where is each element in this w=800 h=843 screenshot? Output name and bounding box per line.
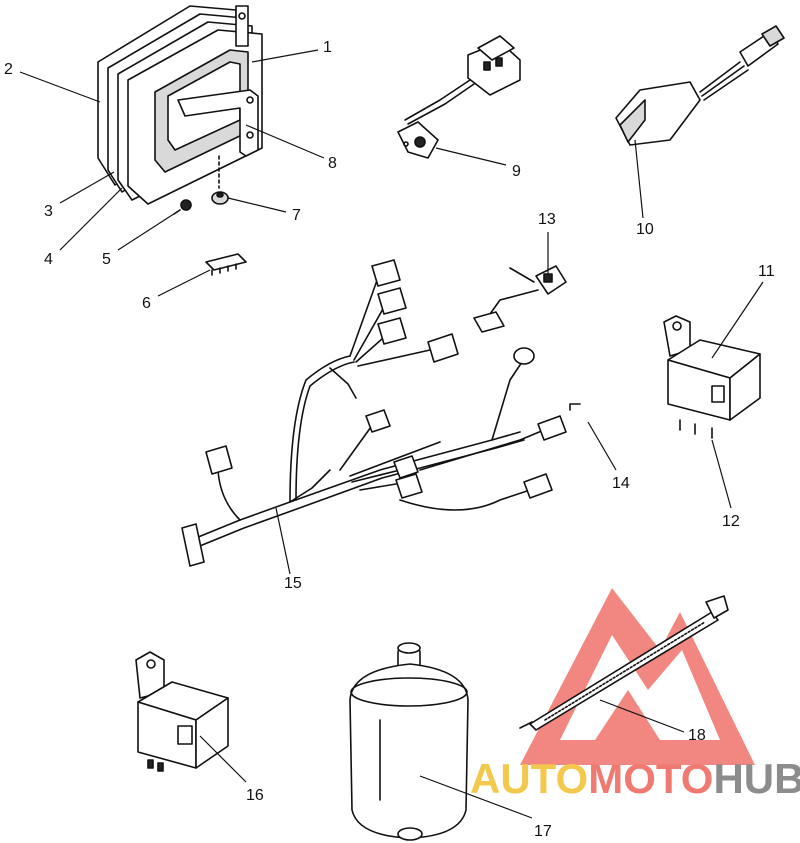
connector-13 bbox=[473, 265, 567, 333]
callout-12: 12 bbox=[722, 513, 740, 530]
cable-tie bbox=[519, 595, 729, 731]
leader-lines bbox=[19, 49, 764, 819]
callout-17: 17 bbox=[534, 823, 552, 840]
watermark-moto: MOTO bbox=[588, 755, 713, 802]
mounting-bracket bbox=[177, 89, 259, 157]
callout-11: 11 bbox=[758, 263, 775, 280]
callout-labels: 1 2 3 4 5 6 7 8 9 10 11 12 13 14 15 16 1… bbox=[4, 39, 775, 840]
callout-15: 15 bbox=[284, 575, 302, 592]
callout-8: 8 bbox=[328, 155, 337, 172]
callout-7: 7 bbox=[292, 207, 301, 224]
watermark-auto: AUTO bbox=[470, 755, 588, 802]
callout-2: 2 bbox=[4, 61, 13, 78]
nut bbox=[211, 155, 229, 205]
sensor-9 bbox=[397, 35, 521, 159]
clip bbox=[569, 403, 581, 411]
callout-10: 10 bbox=[636, 221, 654, 238]
callout-4: 4 bbox=[44, 251, 53, 268]
fuel-filter bbox=[349, 642, 469, 841]
callout-13: 13 bbox=[538, 211, 556, 228]
callout-1: 1 bbox=[323, 39, 332, 56]
callout-16: 16 bbox=[246, 787, 264, 804]
watermark-text: AUTOMOTOHUB bbox=[470, 755, 800, 802]
wiring-harness bbox=[181, 259, 567, 567]
watermark-logo: AUTOMOTOHUB bbox=[470, 588, 800, 802]
callout-14: 14 bbox=[612, 475, 630, 492]
callout-9: 9 bbox=[512, 163, 521, 180]
callout-18: 18 bbox=[688, 727, 706, 744]
relay-11 bbox=[663, 315, 761, 439]
callout-3: 3 bbox=[44, 203, 53, 220]
sensor-10 bbox=[615, 25, 785, 146]
callout-5: 5 bbox=[102, 251, 111, 268]
watermark-hub: HUB bbox=[713, 755, 800, 802]
chip bbox=[205, 253, 247, 276]
relay-16 bbox=[135, 651, 229, 772]
callout-6: 6 bbox=[142, 295, 151, 312]
